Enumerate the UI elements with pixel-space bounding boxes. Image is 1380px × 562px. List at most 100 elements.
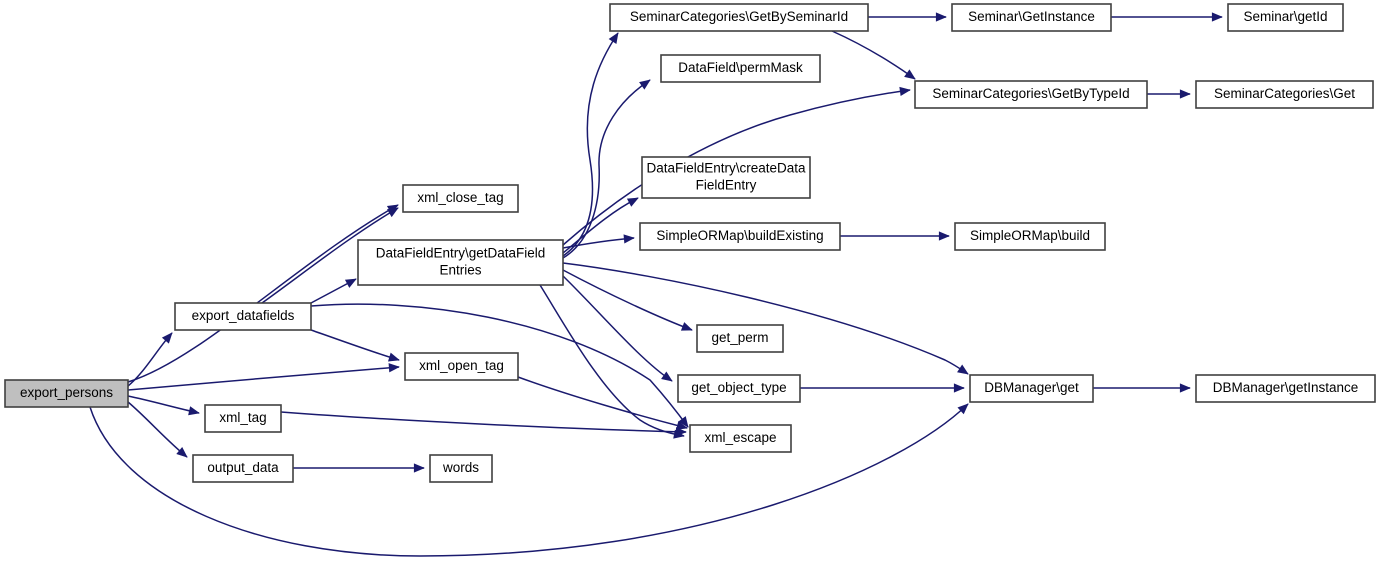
node-box[interactable] xyxy=(951,3,1112,32)
node-box[interactable] xyxy=(969,374,1094,403)
edge-arrowhead xyxy=(388,363,400,373)
node-box[interactable] xyxy=(174,302,312,331)
graph-node-SOMbuild[interactable]: SimpleORMap\build xyxy=(954,222,1106,251)
node-box[interactable] xyxy=(404,352,519,381)
call-edge xyxy=(868,12,947,22)
node-box[interactable] xyxy=(660,54,821,83)
graph-node-export_persons[interactable]: export_persons xyxy=(4,379,129,408)
graph-node-xml_open_tag[interactable]: xml_open_tag xyxy=(404,352,519,381)
graph-node-get_object_type[interactable]: get_object_type xyxy=(677,374,801,403)
node-box[interactable] xyxy=(4,379,129,408)
call-edge xyxy=(261,207,399,304)
node-label: words xyxy=(442,460,479,475)
graph-node-GetInstance[interactable]: Seminar\GetInstance xyxy=(951,3,1112,32)
edge-line xyxy=(562,262,969,375)
graph-node-get_perm[interactable]: get_perm xyxy=(696,324,784,353)
node-label: output_data xyxy=(207,460,279,475)
call-edge xyxy=(539,284,685,439)
edge-line xyxy=(562,269,693,331)
node-box[interactable] xyxy=(641,156,811,199)
edge-line xyxy=(517,376,688,429)
edge-line xyxy=(310,303,689,428)
node-box[interactable] xyxy=(1195,374,1376,403)
node-label: FieldEntry xyxy=(696,178,757,193)
edge-line xyxy=(562,89,911,246)
graph-node-DBgetInstance[interactable]: DBManager\getInstance xyxy=(1195,374,1376,403)
graph-node-GetByTypeId[interactable]: SeminarCategories\GetByTypeId xyxy=(914,80,1148,109)
edge-arrowhead xyxy=(1211,12,1223,22)
node-layer: export_persons export_datafields xml_open_… xyxy=(4,3,1376,483)
node-box[interactable] xyxy=(914,80,1148,109)
edge-line xyxy=(562,79,651,259)
graph-node-getId[interactable]: Seminar\getId xyxy=(1227,3,1344,32)
call-edge xyxy=(562,86,911,246)
node-box[interactable] xyxy=(429,454,493,483)
graph-node-xml_close_tag[interactable]: xml_close_tag xyxy=(402,184,519,213)
node-box[interactable] xyxy=(639,222,841,251)
edge-arrowhead xyxy=(673,429,685,439)
node-box[interactable] xyxy=(609,3,869,32)
node-label: get_perm xyxy=(711,330,768,345)
graph-node-GetBySeminarId[interactable]: SeminarCategories\GetBySeminarId xyxy=(609,3,869,32)
node-box[interactable] xyxy=(954,222,1106,251)
edge-arrowhead xyxy=(676,421,688,430)
node-box[interactable] xyxy=(402,184,519,213)
node-label: xml_close_tag xyxy=(417,190,503,205)
graph-node-xml_escape[interactable]: xml_escape xyxy=(689,424,792,453)
graph-node-words[interactable]: words xyxy=(429,454,493,483)
edge-line xyxy=(89,403,969,557)
node-box[interactable] xyxy=(192,454,294,483)
edge-arrowhead xyxy=(626,197,639,207)
graph-node-xml_tag[interactable]: xml_tag xyxy=(204,404,282,433)
call-edge xyxy=(127,395,200,416)
edge-arrowhead xyxy=(608,32,619,44)
node-box[interactable] xyxy=(1227,3,1344,32)
node-label: DBManager\get xyxy=(984,380,1079,395)
node-box[interactable] xyxy=(677,374,801,403)
edge-line xyxy=(562,237,635,249)
node-label: xml_tag xyxy=(219,410,266,425)
node-label: DataField\permMask xyxy=(678,60,803,75)
edge-arrowhead xyxy=(1179,383,1191,393)
edge-arrowhead xyxy=(188,406,200,416)
edge-arrowhead xyxy=(1179,89,1191,99)
edge-arrowhead xyxy=(904,69,916,80)
edge-arrowhead xyxy=(935,12,947,22)
graph-node-permMask[interactable]: DataField\permMask xyxy=(660,54,821,83)
node-label: Seminar\GetInstance xyxy=(968,9,1095,24)
call-edge xyxy=(562,262,969,375)
call-edge xyxy=(562,269,693,331)
edge-arrowhead xyxy=(413,463,425,473)
edge-line xyxy=(127,204,399,383)
call-edge xyxy=(562,79,651,259)
call-edge xyxy=(562,234,635,249)
edge-arrowhead xyxy=(176,447,188,458)
graph-node-SCGet[interactable]: SeminarCategories\Get xyxy=(1195,80,1374,109)
call-edge xyxy=(1093,383,1191,393)
call-edge xyxy=(562,197,639,254)
edge-arrowhead xyxy=(899,86,911,96)
graph-node-export_datafields[interactable]: export_datafields xyxy=(174,302,312,331)
edge-arrowhead xyxy=(953,383,965,393)
edge-line xyxy=(261,207,399,304)
edge-arrowhead xyxy=(386,207,399,218)
node-label: SeminarCategories\Get xyxy=(1214,86,1355,101)
node-label: DataFieldEntry\getDataField xyxy=(376,246,546,261)
graph-node-buildExisting[interactable]: SimpleORMap\buildExisting xyxy=(639,222,841,251)
call-edge xyxy=(127,204,399,383)
node-box[interactable] xyxy=(357,239,564,286)
node-box[interactable] xyxy=(204,404,282,433)
graph-node-DBget[interactable]: DBManager\get xyxy=(969,374,1094,403)
edge-line xyxy=(562,32,619,257)
edge-arrowhead xyxy=(161,332,173,344)
call-edge xyxy=(517,376,688,430)
edge-line xyxy=(831,30,916,80)
node-box[interactable] xyxy=(689,424,792,453)
node-label: DataFieldEntry\createData xyxy=(646,161,806,176)
node-box[interactable] xyxy=(696,324,784,353)
node-box[interactable] xyxy=(1195,80,1374,109)
graph-node-output_data[interactable]: output_data xyxy=(192,454,294,483)
